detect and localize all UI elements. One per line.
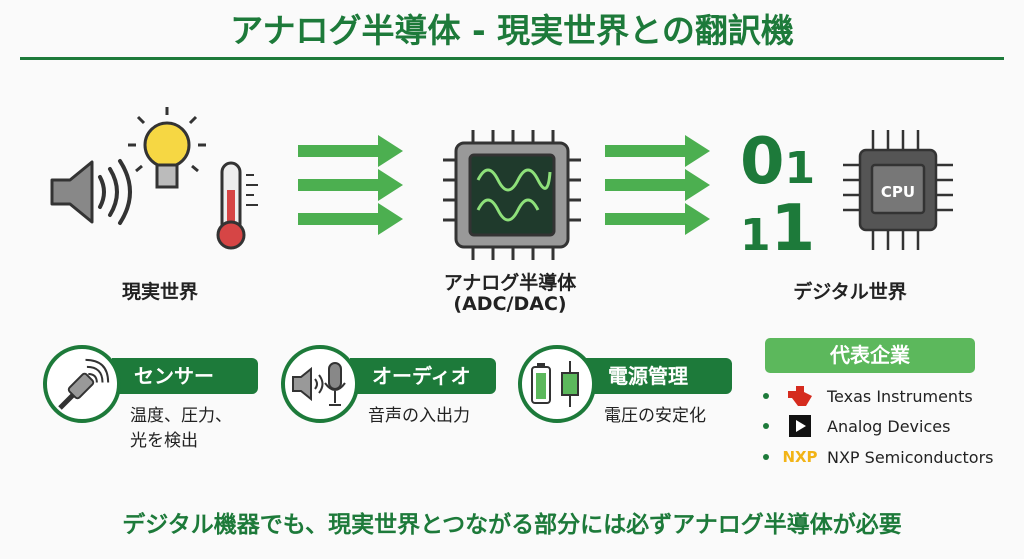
card-sensor-title: センサー bbox=[112, 358, 258, 394]
company-item: Texas Instruments bbox=[763, 384, 973, 408]
desc-line: 温度、圧力、 bbox=[130, 406, 232, 426]
company-name: Analog Devices bbox=[827, 416, 951, 436]
card-power-desc: 電圧の安定化 bbox=[604, 406, 706, 426]
cpu-chip-icon bbox=[843, 130, 953, 250]
audio-icon bbox=[281, 345, 359, 423]
cpu-label: CPU bbox=[880, 183, 916, 201]
binary-digits: 01 11 bbox=[740, 130, 816, 266]
analog-sublabel: (ADC/DAC) bbox=[453, 293, 567, 315]
analog-devices-logo-icon bbox=[779, 415, 821, 437]
digit: 1 bbox=[784, 143, 816, 194]
companies-heading: 代表企業 bbox=[765, 338, 975, 373]
title-divider bbox=[20, 57, 1004, 60]
ti-logo-icon bbox=[779, 385, 821, 407]
company-item: NXP NXP Semiconductors bbox=[763, 445, 994, 469]
digital-label: デジタル世界 bbox=[793, 281, 907, 303]
nxp-logo-icon: NXP bbox=[782, 448, 818, 466]
analog-label: アナログ半導体 bbox=[443, 272, 577, 294]
desc-line: 光を検出 bbox=[130, 431, 198, 451]
light-bulb-icon bbox=[128, 107, 206, 189]
thermometer-icon bbox=[216, 161, 258, 250]
page-title: アナログ半導体 - 現実世界との翻訳機 bbox=[230, 11, 794, 50]
real-world-label: 現実世界 bbox=[121, 281, 198, 303]
arrows-to-digital bbox=[605, 135, 710, 235]
arrows-to-analog bbox=[298, 135, 403, 235]
power-icon bbox=[518, 345, 596, 423]
sensor-icon bbox=[43, 345, 121, 423]
card-audio-desc: 音声の入出力 bbox=[368, 406, 470, 426]
company-name: Texas Instruments bbox=[827, 386, 973, 406]
real-world-icons bbox=[50, 107, 258, 250]
company-item: Analog Devices bbox=[763, 414, 950, 438]
digit: 1 bbox=[740, 210, 771, 261]
analog-chip-icon bbox=[443, 130, 581, 260]
digit: 0 bbox=[740, 125, 785, 199]
card-audio-title: オーディオ bbox=[350, 358, 496, 394]
digit: 1 bbox=[770, 192, 816, 266]
speaker-icon bbox=[50, 159, 132, 225]
footer-message: デジタル機器でも、現実世界とつながる部分には必ずアナログ半導体が必要 bbox=[122, 512, 902, 538]
company-name: NXP Semiconductors bbox=[827, 447, 994, 467]
card-power-title: 電源管理 bbox=[586, 358, 732, 394]
card-sensor-desc: 温度、圧力、光を検出 bbox=[130, 404, 232, 454]
